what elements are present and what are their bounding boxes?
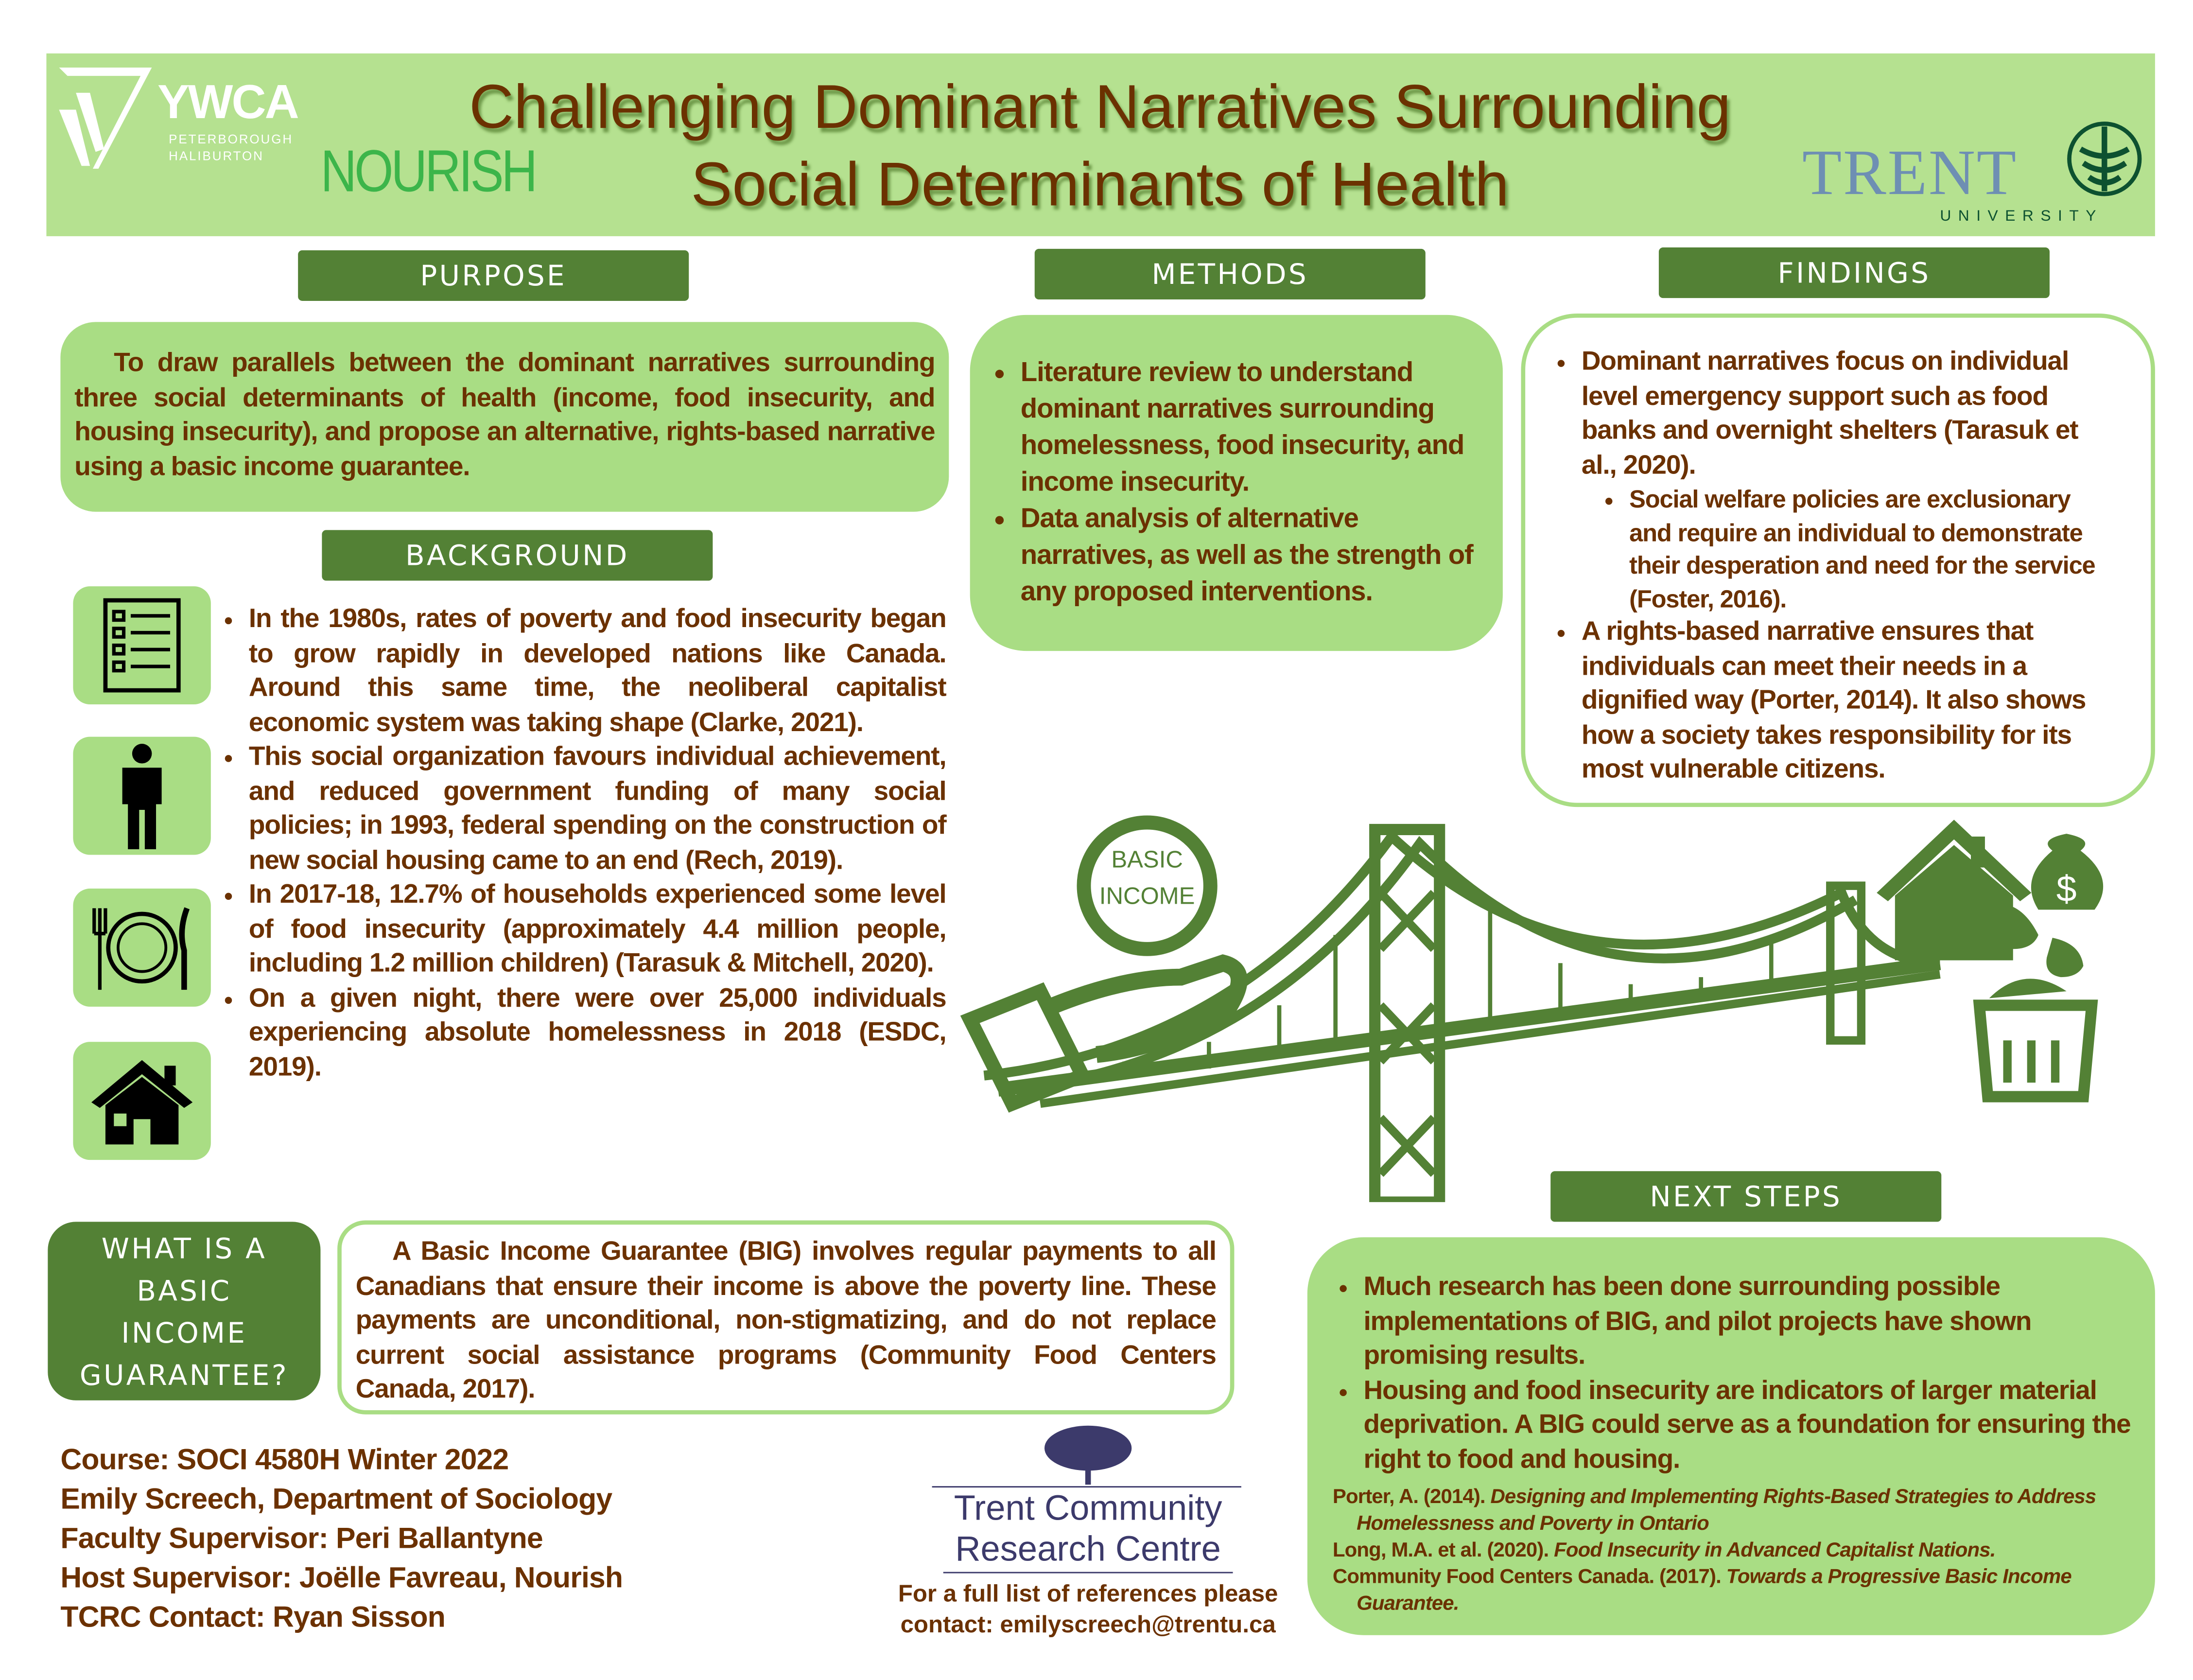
header-band (46, 53, 2155, 236)
checklist-icon-tile (73, 586, 211, 705)
course-info: Course: SOCI 4580H Winter 2022 (60, 1444, 509, 1476)
findings-bullet: A rights-based narrative ensures that in… (1582, 616, 2113, 788)
background-bullet: In 2017-18, 12.7% of households experien… (249, 879, 947, 982)
next-steps-box: Much research has been done surrounding … (1307, 1237, 2155, 1635)
grocery-basket-icon (1973, 979, 2098, 1102)
faculty-supervisor: Faculty Supervisor: Peri Ballantyne (60, 1522, 543, 1555)
person-icon (122, 744, 162, 849)
next-steps-heading: NEXT STEPS (1550, 1171, 1942, 1222)
findings-box: Dominant narratives focus on individual … (1521, 313, 2155, 807)
coin-label: INCOME (1099, 883, 1195, 910)
author-info: Emily Screech, Department of Sociology (60, 1483, 612, 1516)
ywca-logo: YWCA PETERBOROUGH HALIBURTON (56, 67, 316, 169)
bridge-icon (983, 823, 1941, 1202)
host-supervisor: Host Supervisor: Joëlle Favreau, Nourish (60, 1562, 623, 1594)
background-heading: BACKGROUND (322, 530, 713, 581)
next-steps-bullet: Housing and food insecurity are indicato… (1364, 1374, 2155, 1478)
reference-item: Porter, A. (2014). Designing and Impleme… (1332, 1486, 2096, 1536)
background-bullet: In the 1980s, rates of poverty and food … (249, 603, 947, 741)
house-icon (1877, 820, 2032, 961)
methods-heading: METHODS (1034, 248, 1426, 300)
methods-bullet: Literature review to understand dominant… (1021, 354, 1482, 501)
references: Porter, A. (2014). Designing and Impleme… (1333, 1485, 2141, 1618)
tree-icon (1044, 1425, 1132, 1485)
ywca-mark-icon (59, 67, 152, 169)
money-bag-icon: $ (1993, 834, 2104, 978)
bridge-illustration: BASIC INCOME $ (960, 815, 2104, 1202)
poster-title-line2: Social Determinants of Health (691, 150, 1509, 220)
next-steps-bullet: Much research has been done surrounding … (1364, 1271, 2155, 1375)
plate-icon-tile (73, 888, 211, 1007)
big-label: WHAT IS A BASIC INCOME GUARANTEE? (48, 1222, 321, 1400)
findings-bullet: Dominant narratives focus on individual … (1582, 346, 2113, 484)
plate-cutlery-icon (92, 907, 190, 990)
findings-sub-bullet: Social welfare policies are exclusionary… (1629, 484, 2113, 616)
tcrc-logo: Trent Community Research Centre (932, 1423, 1244, 1577)
svg-text:$: $ (2056, 868, 2077, 909)
reference-item: Community Food Centers Canada. (2017). T… (1332, 1566, 2072, 1616)
findings-heading: FINDINGS (1658, 247, 2050, 298)
nourish-logo: NOURISH (320, 138, 538, 204)
reference-item: Long, M.A. et al. (2020). Food Insecurit… (1332, 1540, 1996, 1562)
poster-title-line1: Challenging Dominant Narratives Surround… (469, 73, 1731, 142)
contact-note: For a full list of references please con… (857, 1579, 1319, 1641)
trent-crest-icon (2067, 122, 2142, 196)
house-icon (91, 1060, 193, 1145)
methods-bullet: Data analysis of alternative narratives,… (1021, 501, 1482, 611)
hand-icon (960, 954, 1248, 1113)
purpose-heading: PURPOSE (298, 250, 689, 301)
coin-label: BASIC (1111, 846, 1183, 873)
tcrc-contact: TCRC Contact: Ryan Sisson (60, 1601, 446, 1634)
contact-email[interactable]: contact: emilyscreech@trentu.ca (900, 1611, 1276, 1638)
house-icon-tile (73, 1042, 211, 1160)
background-bullet: This social organization favours individ… (249, 741, 947, 878)
basic-income-coin-icon: BASIC INCOME (1077, 815, 1218, 956)
credits: Course: SOCI 4580H Winter 2022 Emily Scr… (60, 1441, 623, 1638)
big-definition: A Basic Income Guarantee (BIG) involves … (337, 1220, 1235, 1415)
checklist-icon (103, 598, 181, 693)
person-icon-tile (73, 736, 211, 855)
methods-box: Literature review to understand dominant… (970, 315, 1503, 651)
background-bullet: On a given night, there were over 25,000… (249, 982, 947, 1085)
purpose-box: To draw parallels between the dominant n… (60, 322, 949, 512)
background-text: In the 1980s, rates of poverty and food … (218, 603, 947, 1085)
trent-logo: TRENT UNIVERSITY (1802, 121, 2147, 233)
